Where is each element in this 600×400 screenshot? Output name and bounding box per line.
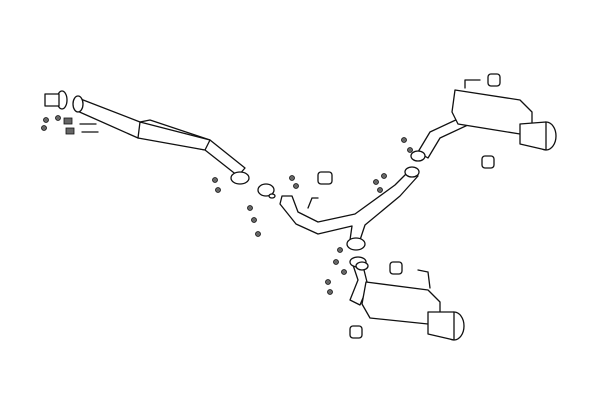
hanger-rod (307, 197, 319, 209)
flanges (230, 171, 276, 199)
front-pipe (44, 90, 246, 177)
rubber-hanger (317, 171, 333, 185)
rubber-hanger (389, 261, 403, 275)
spring (65, 127, 75, 135)
flange (230, 171, 250, 185)
right-muffler (410, 79, 557, 162)
inlet-stub (44, 93, 60, 107)
left-muffler (349, 256, 465, 341)
rubber-hangers (317, 73, 501, 339)
y-pipe (279, 166, 420, 251)
gasket-ring (268, 193, 276, 199)
bolts-nuts (41, 115, 413, 295)
hanger-rod (464, 79, 481, 89)
gasket (355, 261, 369, 271)
flange (404, 166, 420, 178)
flange (346, 237, 366, 251)
bolt (79, 123, 99, 133)
gasket (257, 183, 275, 197)
rubber-hanger (487, 73, 501, 87)
hanger-rod (417, 269, 431, 289)
resonator (137, 121, 211, 151)
flange (410, 150, 426, 162)
spring (63, 117, 73, 125)
inlet-flange (72, 95, 84, 113)
rubber-hanger (349, 325, 363, 339)
rubber-hanger (481, 155, 495, 169)
